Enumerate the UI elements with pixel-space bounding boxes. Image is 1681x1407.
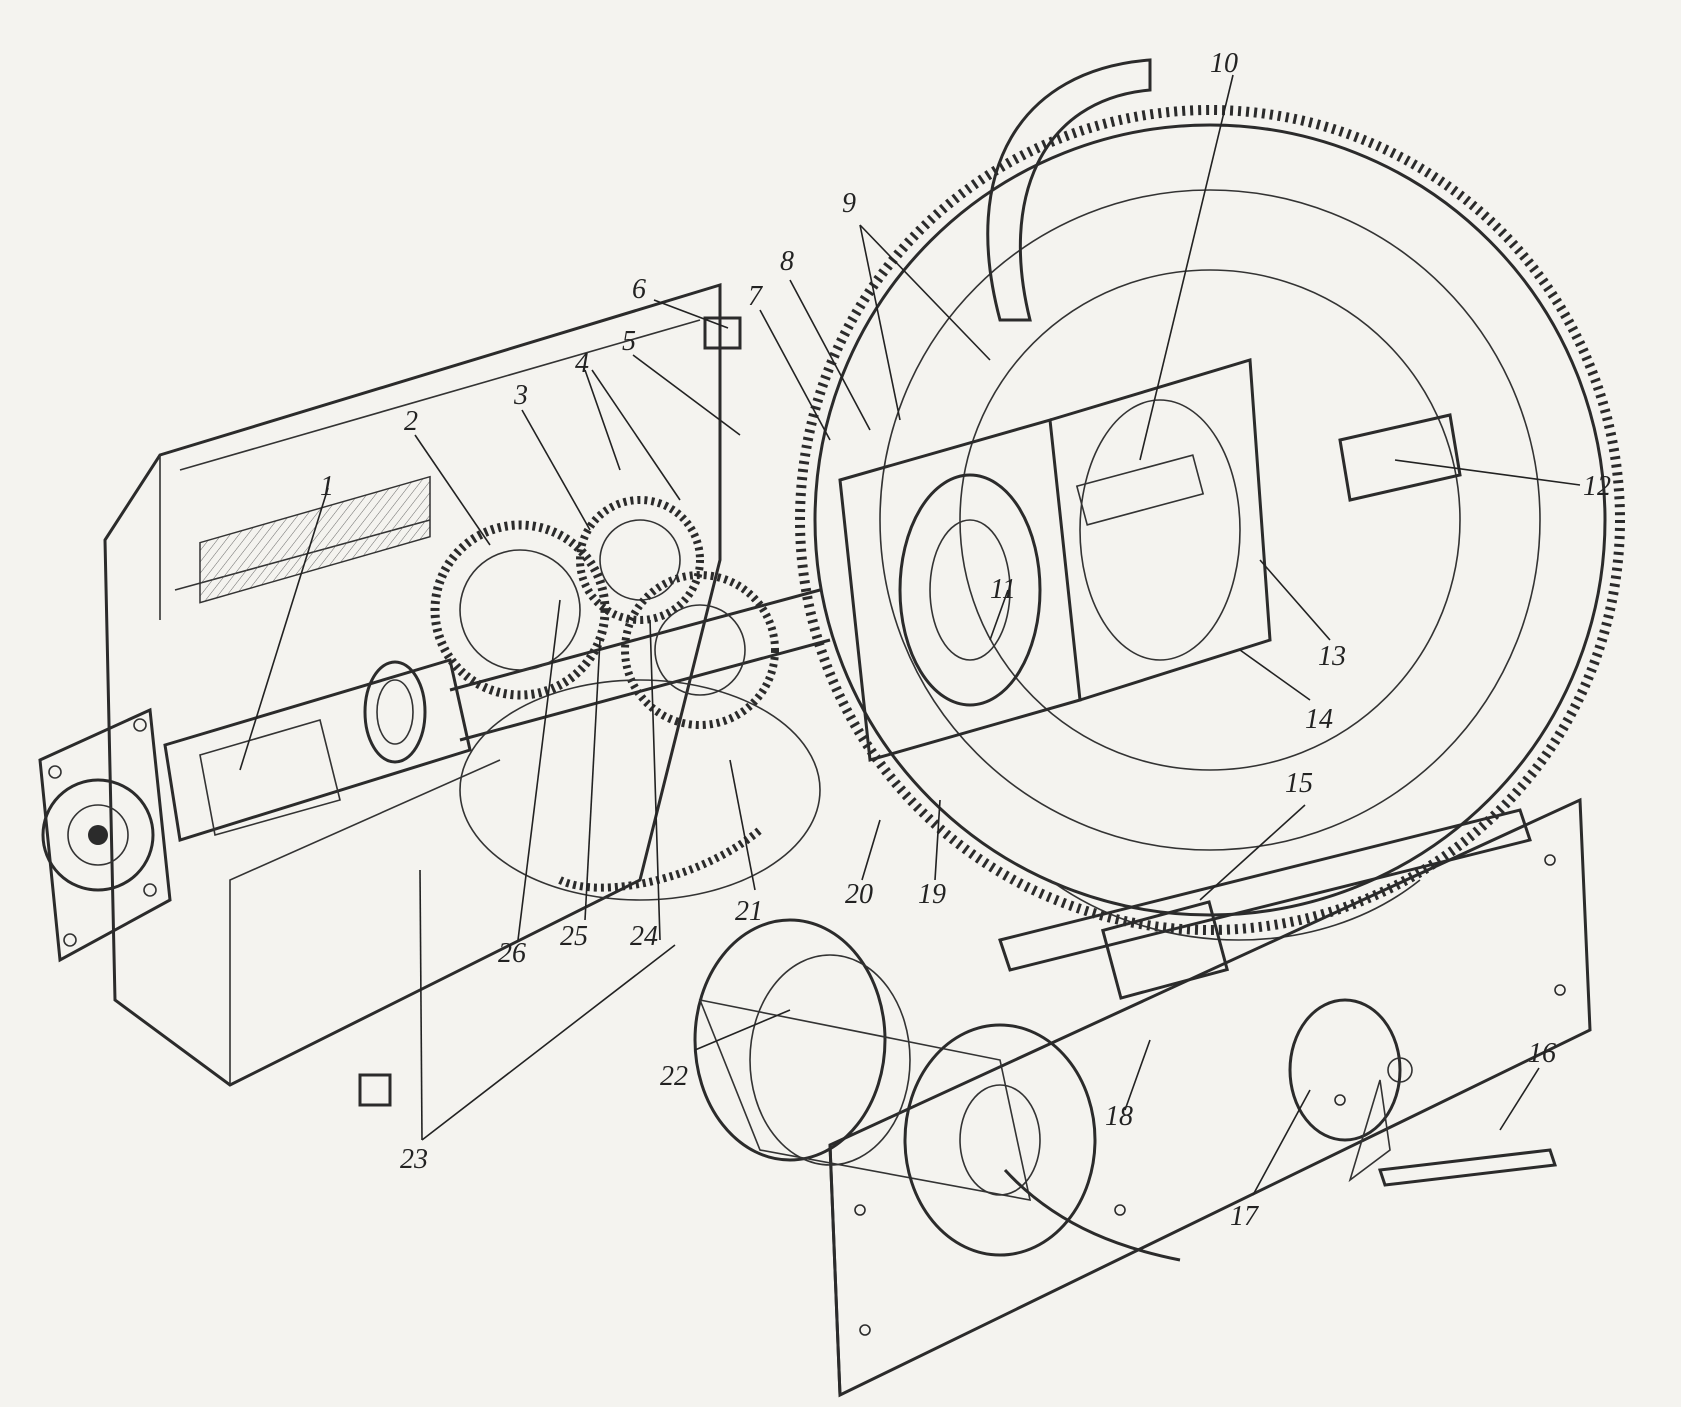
callout-15: 15 [1285, 768, 1313, 799]
electric-motor [693, 918, 1181, 1262]
slider-block [1100, 900, 1230, 1000]
callout-9: 9 [842, 188, 856, 219]
flywheel [795, 105, 1625, 941]
callout-5: 5 [622, 326, 636, 357]
small-flange-unit [1288, 998, 1413, 1183]
callout-17: 17 [1230, 1201, 1259, 1232]
callout-16: 16 [1528, 1038, 1556, 1069]
input-flange [38, 707, 172, 963]
callout-2: 2 [404, 406, 418, 437]
callout-4: 4 [575, 348, 589, 379]
gear-train [430, 496, 821, 901]
callout-26: 26 [498, 938, 526, 969]
drain-plug [358, 1073, 392, 1107]
callout-24: 24 [630, 921, 658, 952]
callout-14: 14 [1305, 704, 1333, 735]
callout-10: 10 [1210, 48, 1238, 79]
base-plate [828, 797, 1592, 1398]
callout-18: 18 [1105, 1101, 1133, 1132]
callout-6: 6 [632, 274, 646, 305]
callout-11: 11 [990, 574, 1016, 605]
adjusting-knob [703, 316, 742, 430]
control-lever [1377, 1148, 1558, 1187]
clutch-assembly [838, 358, 1272, 762]
curved-guard-arm [986, 58, 1152, 322]
callout-3: 3 [513, 380, 528, 411]
callout-7: 7 [748, 281, 763, 312]
callout-23: 23 [400, 1144, 428, 1175]
callout-20: 20 [845, 879, 873, 910]
ring-gear-teeth [795, 105, 1625, 935]
callout-1: 1 [320, 471, 334, 502]
leader-lines [239, 74, 1581, 1196]
callout-22: 22 [660, 1061, 688, 1092]
callout-8: 8 [780, 246, 794, 277]
guide-rail [998, 808, 1532, 972]
callout-labels: 1 2 3 4 5 6 7 8 9 10 11 12 13 14 15 16 1… [320, 48, 1611, 1232]
gearbox-housing [103, 282, 722, 1087]
callout-21: 21 [735, 896, 763, 927]
output-shaft [1338, 413, 1462, 502]
callout-12: 12 [1583, 471, 1611, 502]
callout-25: 25 [560, 921, 588, 952]
callout-13: 13 [1318, 641, 1346, 672]
callout-19: 19 [918, 879, 946, 910]
